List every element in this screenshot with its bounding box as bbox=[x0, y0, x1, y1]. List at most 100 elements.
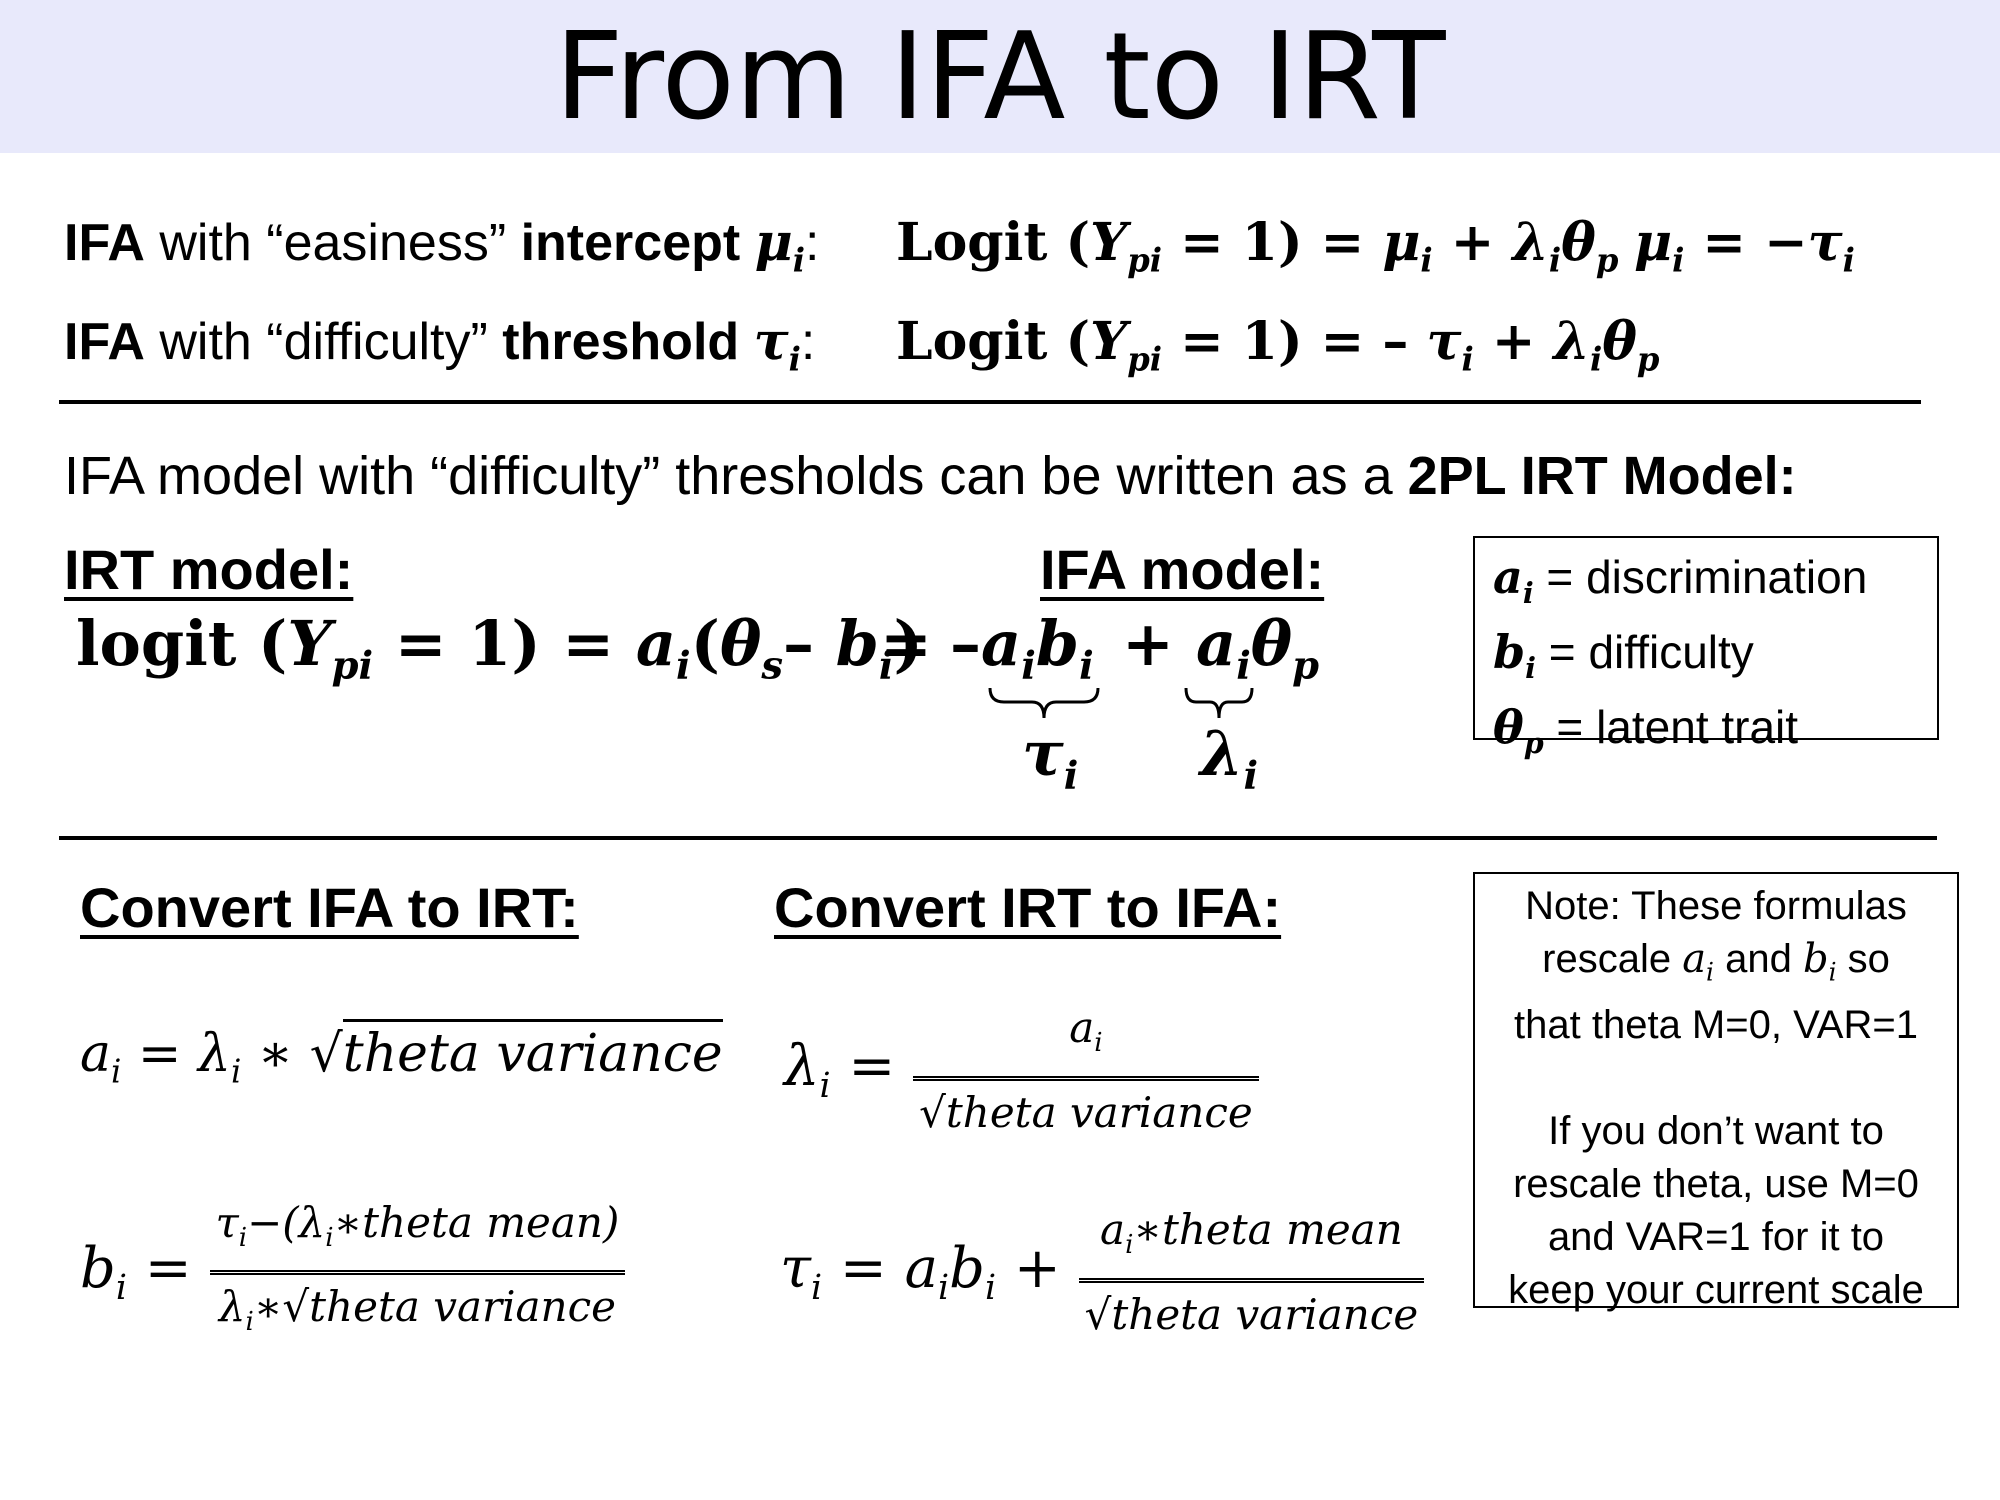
eq-text: = 1) = bbox=[373, 607, 636, 680]
ifa-easiness-equation: Logit (Ypi = 1) = μi + λiθp bbox=[896, 211, 1618, 292]
legend-row: bi = difficulty bbox=[1493, 623, 1867, 698]
a-symbol: a bbox=[635, 607, 677, 680]
a-symbol: a bbox=[1100, 1205, 1126, 1255]
minus: – bbox=[782, 607, 836, 680]
note-text: so bbox=[1836, 937, 1890, 981]
theta-symbol: θ bbox=[1561, 212, 1596, 273]
tau-numerator: ai∗theta mean bbox=[1078, 1204, 1425, 1283]
ifa-expansion-ab: –aibi bbox=[950, 608, 1094, 702]
tau-symbol: τ bbox=[1807, 212, 1843, 273]
a-formula: ai = λi ∗ √theta variance bbox=[80, 1019, 723, 1103]
tau-denominator: √theta variance bbox=[1084, 1289, 1419, 1339]
theta-sub: p bbox=[1636, 340, 1660, 379]
lambda-symbol: λ bbox=[197, 1024, 231, 1084]
logit-text: Logit ( bbox=[896, 212, 1091, 273]
lambda-sub: i bbox=[1243, 753, 1259, 799]
b-symbol: b bbox=[1035, 607, 1080, 680]
lambda-symbol: λ bbox=[1512, 212, 1549, 273]
underbrace-lambda bbox=[1184, 687, 1254, 719]
b-symbol: b bbox=[949, 1236, 985, 1301]
b-symbol: b bbox=[80, 1236, 116, 1301]
note-line: rescale ai and bi so bbox=[1475, 933, 1957, 999]
legend-symbol-sub: i bbox=[1522, 575, 1534, 610]
ifa-label: IFA bbox=[64, 214, 145, 272]
theta-sub: p bbox=[1595, 241, 1619, 280]
ifa-expansion-plus: + bbox=[1122, 607, 1174, 680]
underbrace-tau bbox=[988, 687, 1100, 719]
b-symbol: b bbox=[835, 607, 879, 680]
times: ∗ bbox=[241, 1024, 310, 1084]
mu-sub: i bbox=[1672, 241, 1685, 280]
mu-symbol: μ bbox=[754, 212, 793, 273]
logit-text: Logit ( bbox=[896, 311, 1091, 372]
b-formula: bi = τi−(λi∗theta mean) λi∗√theta varian… bbox=[80, 1194, 626, 1363]
y-sub: pi bbox=[1127, 340, 1163, 379]
y-symbol: Y bbox=[1090, 212, 1128, 273]
ifa-difficulty-line: IFA with “difficulty” threshold τi: bbox=[64, 310, 815, 391]
eq-text: = 1) = bbox=[1162, 212, 1383, 273]
a-sub: i bbox=[676, 643, 691, 689]
legend-row: ai = discrimination bbox=[1493, 548, 1867, 623]
tau-sub: i bbox=[1842, 241, 1855, 280]
title-band bbox=[0, 0, 2000, 153]
theta-symbol: θ bbox=[1250, 607, 1293, 680]
note-text: and bbox=[1713, 937, 1803, 981]
lambda-symbol: λ bbox=[298, 1197, 326, 1247]
lambda-numerator: ai bbox=[913, 1002, 1259, 1081]
lambda-sub: i bbox=[819, 1066, 831, 1107]
a-sub: i bbox=[1021, 643, 1036, 689]
a-symbol: a bbox=[1069, 1003, 1095, 1053]
ifa-label: IFA bbox=[64, 313, 145, 371]
lambda-denominator: √theta variance bbox=[919, 1087, 1253, 1137]
theta-sub: s bbox=[761, 643, 783, 689]
y-symbol: Y bbox=[1090, 311, 1128, 372]
tau-sub: i bbox=[1461, 340, 1474, 379]
lambda-sub: i bbox=[1548, 241, 1562, 280]
mu-symbol: μ bbox=[1634, 212, 1673, 273]
note-line: that theta M=0, VAR=1 bbox=[1514, 1002, 1918, 1047]
a-sub: i bbox=[1236, 643, 1251, 689]
note-box: Note: These formulas rescale ai and bi s… bbox=[1473, 872, 1959, 1312]
num-text: ∗theta mean) bbox=[333, 1197, 620, 1247]
plus: + bbox=[1473, 311, 1554, 372]
b-sub: i bbox=[115, 1268, 127, 1309]
b-numerator: τi−(λi∗theta mean) bbox=[209, 1197, 626, 1275]
paren-open: ( bbox=[690, 607, 720, 680]
b-sub: i bbox=[1079, 643, 1094, 689]
irt-equals: = bbox=[880, 607, 932, 680]
b-sub: i bbox=[878, 643, 894, 689]
convert-ifa-to-irt-heading: Convert IFA to IRT: bbox=[80, 876, 579, 939]
y-symbol: Y bbox=[287, 607, 332, 680]
tau-symbol: τ bbox=[215, 1197, 239, 1247]
colon: : bbox=[800, 313, 816, 371]
a-symbol: a bbox=[80, 1024, 112, 1084]
tau-sub: i bbox=[238, 1223, 248, 1253]
legend-symbol: b bbox=[1493, 624, 1526, 679]
lambda-formula: λi = ai √theta variance bbox=[784, 992, 1259, 1161]
tau-symbol: τ bbox=[753, 311, 789, 372]
legend-symbol-sub: i bbox=[1525, 650, 1537, 685]
a-sub: i bbox=[1706, 957, 1714, 987]
theta-symbol: θ bbox=[1602, 311, 1637, 372]
difficulty-text: with “difficulty” bbox=[144, 313, 503, 371]
divider-top bbox=[59, 400, 1921, 404]
mu-symbol: μ bbox=[1382, 212, 1421, 273]
ifa-expansion-atheta: aiθp bbox=[1196, 608, 1319, 702]
eq-text: = bbox=[121, 1024, 198, 1084]
tau-symbol: τ bbox=[780, 1236, 811, 1301]
tau-formula: τi = aibi + ai∗theta mean √theta varianc… bbox=[780, 1194, 1425, 1363]
note-line: Note: These formulas bbox=[1525, 884, 1907, 928]
ifa-difficulty-equation: Logit (Ypi = 1) = – τi + λiθp bbox=[896, 310, 1659, 391]
irt-model-heading: IRT model: bbox=[64, 538, 354, 601]
tau-symbol: τ bbox=[1022, 717, 1064, 790]
ifa-model-heading: IFA model: bbox=[1040, 538, 1325, 601]
colon: : bbox=[804, 214, 820, 272]
slide-title: From IFA to IRT bbox=[554, 8, 1446, 147]
ifa-easiness-line: IFA with “easiness” intercept μi: bbox=[64, 211, 819, 292]
theta-symbol: θ bbox=[719, 607, 762, 680]
sqrt-sign: √ bbox=[309, 1024, 343, 1084]
a-symbol: a bbox=[981, 607, 1022, 680]
legend-text: = discrimination bbox=[1533, 551, 1868, 603]
legend-symbol: a bbox=[1493, 550, 1523, 604]
